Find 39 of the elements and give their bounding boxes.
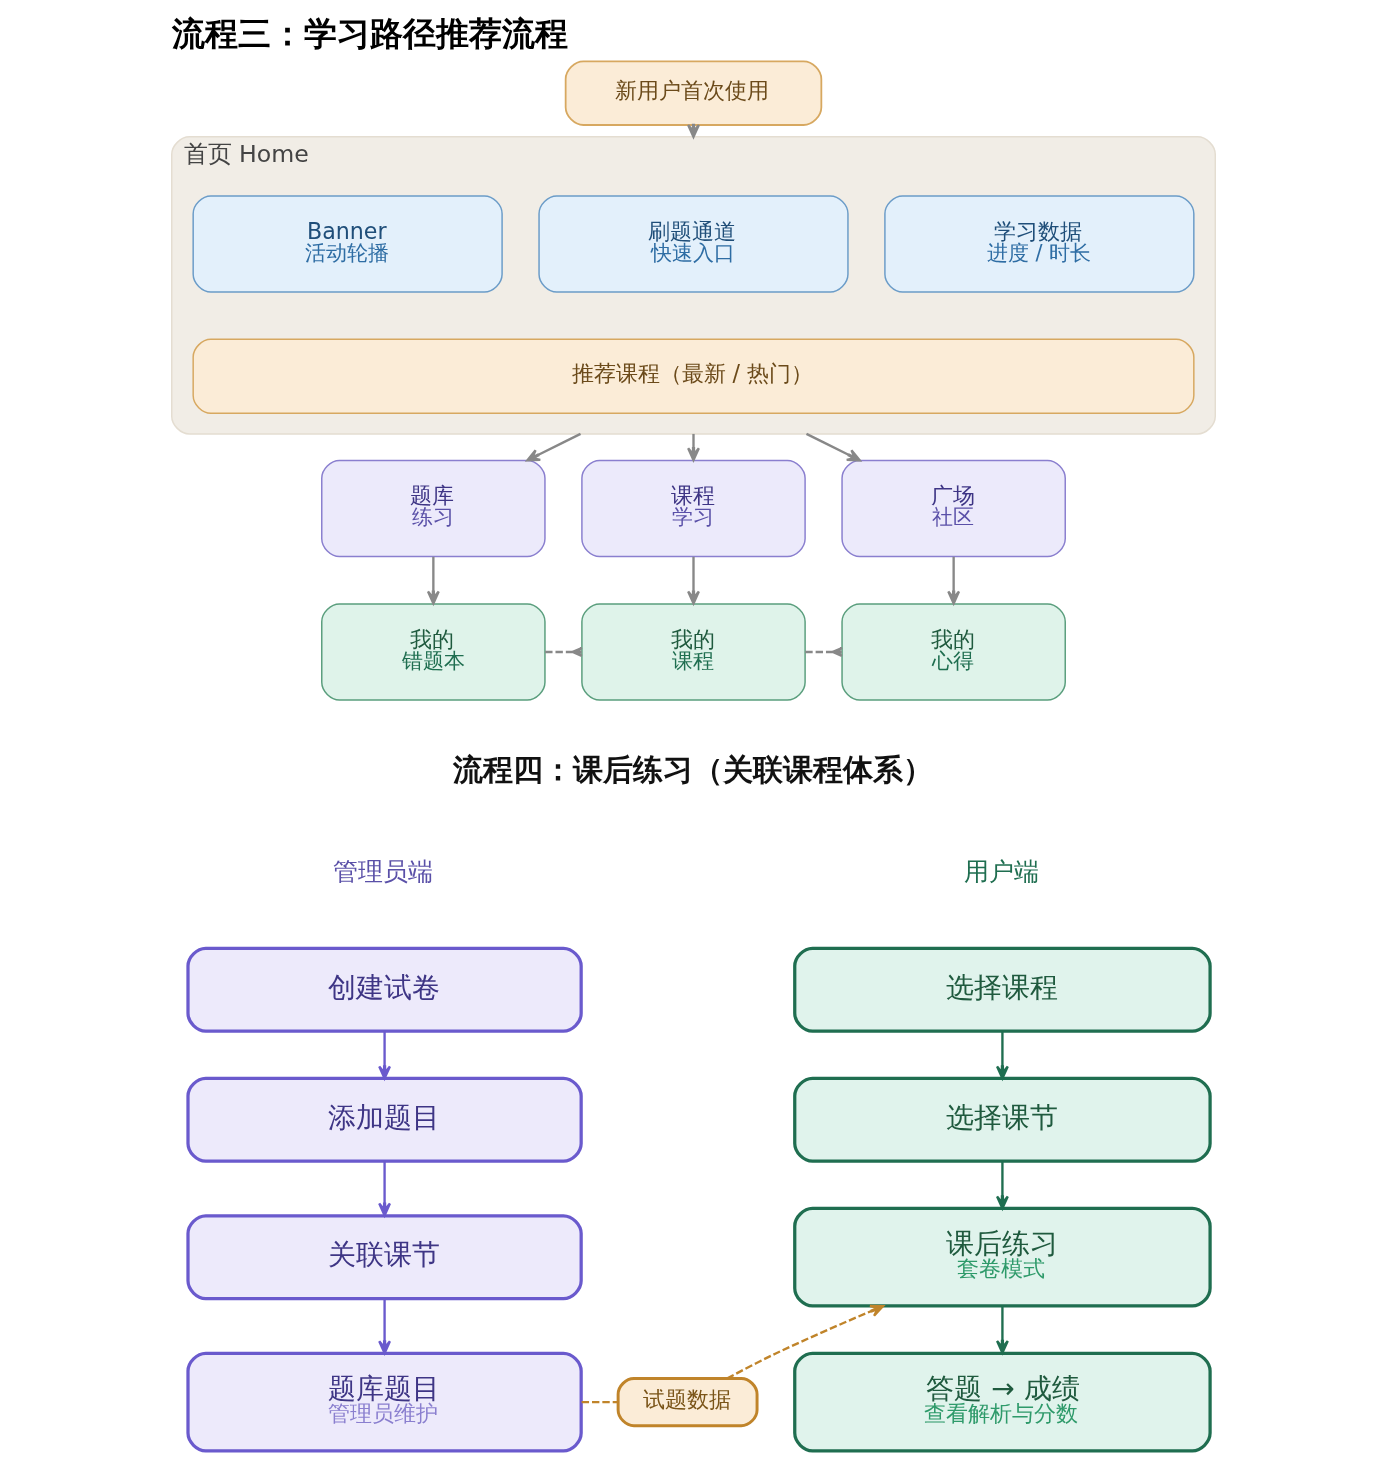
arrow [686, 556, 700, 605]
node-box: 课后练习 套卷模式 [792, 1206, 1212, 1308]
node-box: 推荐课程（最新 / 热门） [191, 338, 1195, 414]
arrow [995, 1306, 1009, 1354]
arrow [686, 433, 700, 462]
node-box: 试题数据 [616, 1376, 759, 1428]
arrow [995, 1031, 1009, 1080]
arrow [805, 432, 861, 462]
arrow [995, 1161, 1009, 1210]
arrow [377, 1031, 391, 1080]
label: 用户端 [963, 857, 1039, 887]
node-box: 刷题通道 快速入口 [537, 195, 849, 293]
node-box: 答题 → 成绩 查看解析与分数 [792, 1351, 1212, 1453]
connector [581, 1400, 618, 1404]
node-box: 课程 学习 [580, 459, 806, 558]
node-box: Banner 活动轮播 [191, 195, 503, 293]
node-box: 选择课节 [792, 1076, 1212, 1163]
arrow [426, 556, 440, 605]
connector [544, 646, 583, 658]
arrow [377, 1161, 391, 1217]
node-box: 题库 练习 [320, 459, 546, 558]
node-box: 我的 课程 [580, 603, 806, 701]
node-box: 我的 错题本 [320, 603, 546, 701]
label: 流程四：课后练习（关联课程体系） [452, 752, 933, 787]
label: 管理员端 [332, 857, 433, 887]
node-box: 创建试卷 [185, 946, 583, 1033]
connector [804, 646, 843, 658]
arrow [946, 556, 960, 605]
arrow [377, 1298, 391, 1355]
node-box: 学习数据 进度 / 时长 [883, 195, 1195, 293]
arrow [525, 432, 581, 462]
node-box: 关联课节 [185, 1214, 583, 1301]
arrow [726, 1304, 884, 1380]
node-box: 选择课程 [792, 946, 1212, 1033]
node-box: 我的 心得 [840, 603, 1066, 701]
node-box: 添加题目 [185, 1076, 583, 1163]
diagram-title: 流程三：学习路径推荐流程 [171, 14, 568, 53]
node-box: 题库题目 管理员维护 [185, 1351, 583, 1453]
node-box: 广场 社区 [840, 459, 1066, 558]
